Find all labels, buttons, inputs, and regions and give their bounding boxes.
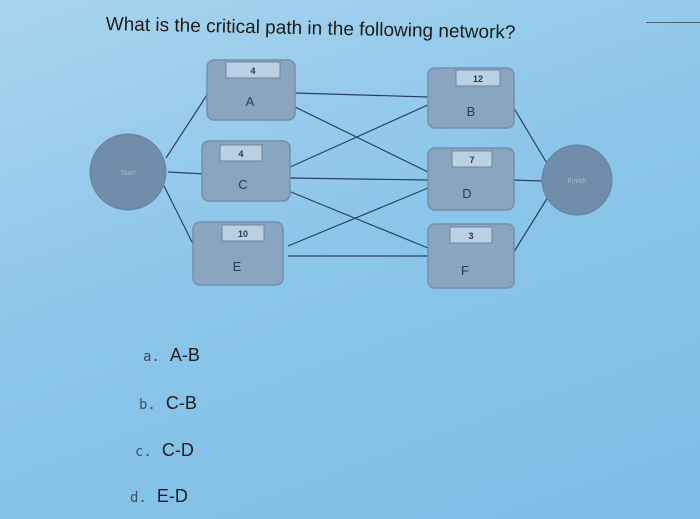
activity-a: 4 A	[206, 59, 296, 121]
option-d-text: E-D	[156, 486, 188, 506]
edge-b-finish	[511, 104, 549, 166]
activity-f-duration: 3	[468, 231, 473, 241]
option-a[interactable]: a. A-B	[143, 345, 200, 366]
edge-a-d	[292, 105, 429, 173]
edge-start-a	[165, 94, 208, 159]
edge-e-d	[287, 187, 429, 247]
start-node: Start	[89, 133, 167, 211]
activity-e-label: E	[233, 259, 242, 274]
option-a-text: A-B	[169, 345, 200, 365]
activity-d-duration: 7	[469, 155, 474, 165]
edge-a-b	[294, 92, 429, 98]
option-c-text: C-D	[161, 440, 194, 460]
activity-d-label: D	[462, 186, 471, 201]
activity-e-duration: 10	[238, 229, 248, 239]
option-b-letter: b.	[139, 397, 156, 413]
activity-b-duration: 12	[473, 74, 483, 84]
option-b-text: C-B	[165, 393, 197, 413]
option-d-letter: d.	[130, 490, 147, 506]
option-d[interactable]: d. E-D	[130, 486, 188, 507]
divider	[646, 22, 700, 23]
option-b[interactable]: b. C-B	[139, 393, 197, 414]
activity-c-label: C	[238, 177, 247, 192]
edge-start-c	[167, 171, 207, 175]
option-c[interactable]: c. C-D	[135, 440, 194, 461]
edge-start-e	[163, 185, 196, 249]
finish-node: Finish	[541, 144, 613, 216]
option-c-letter: c.	[135, 444, 152, 460]
edge-f-finish	[511, 196, 549, 256]
start-label: Start	[121, 170, 136, 177]
network-edges	[163, 92, 549, 257]
edge-d-finish	[511, 179, 543, 182]
edge-c-d	[287, 177, 429, 181]
activity-c-duration: 4	[238, 149, 243, 159]
finish-label: Finish	[568, 178, 587, 185]
activity-a-duration: 4	[250, 66, 255, 76]
activity-b: 12 B	[427, 67, 515, 129]
activity-e: 10 E	[192, 221, 284, 286]
activity-b-label: B	[467, 104, 476, 119]
option-a-letter: a.	[143, 349, 160, 365]
activity-c: 4 C	[201, 140, 291, 202]
activity-a-label: A	[246, 94, 255, 109]
activity-f-label: F	[461, 263, 469, 278]
activity-d: 7 D	[427, 147, 515, 211]
edge-c-f	[285, 189, 429, 249]
edge-c-b	[287, 103, 431, 169]
activity-f: 3 F	[427, 223, 515, 289]
